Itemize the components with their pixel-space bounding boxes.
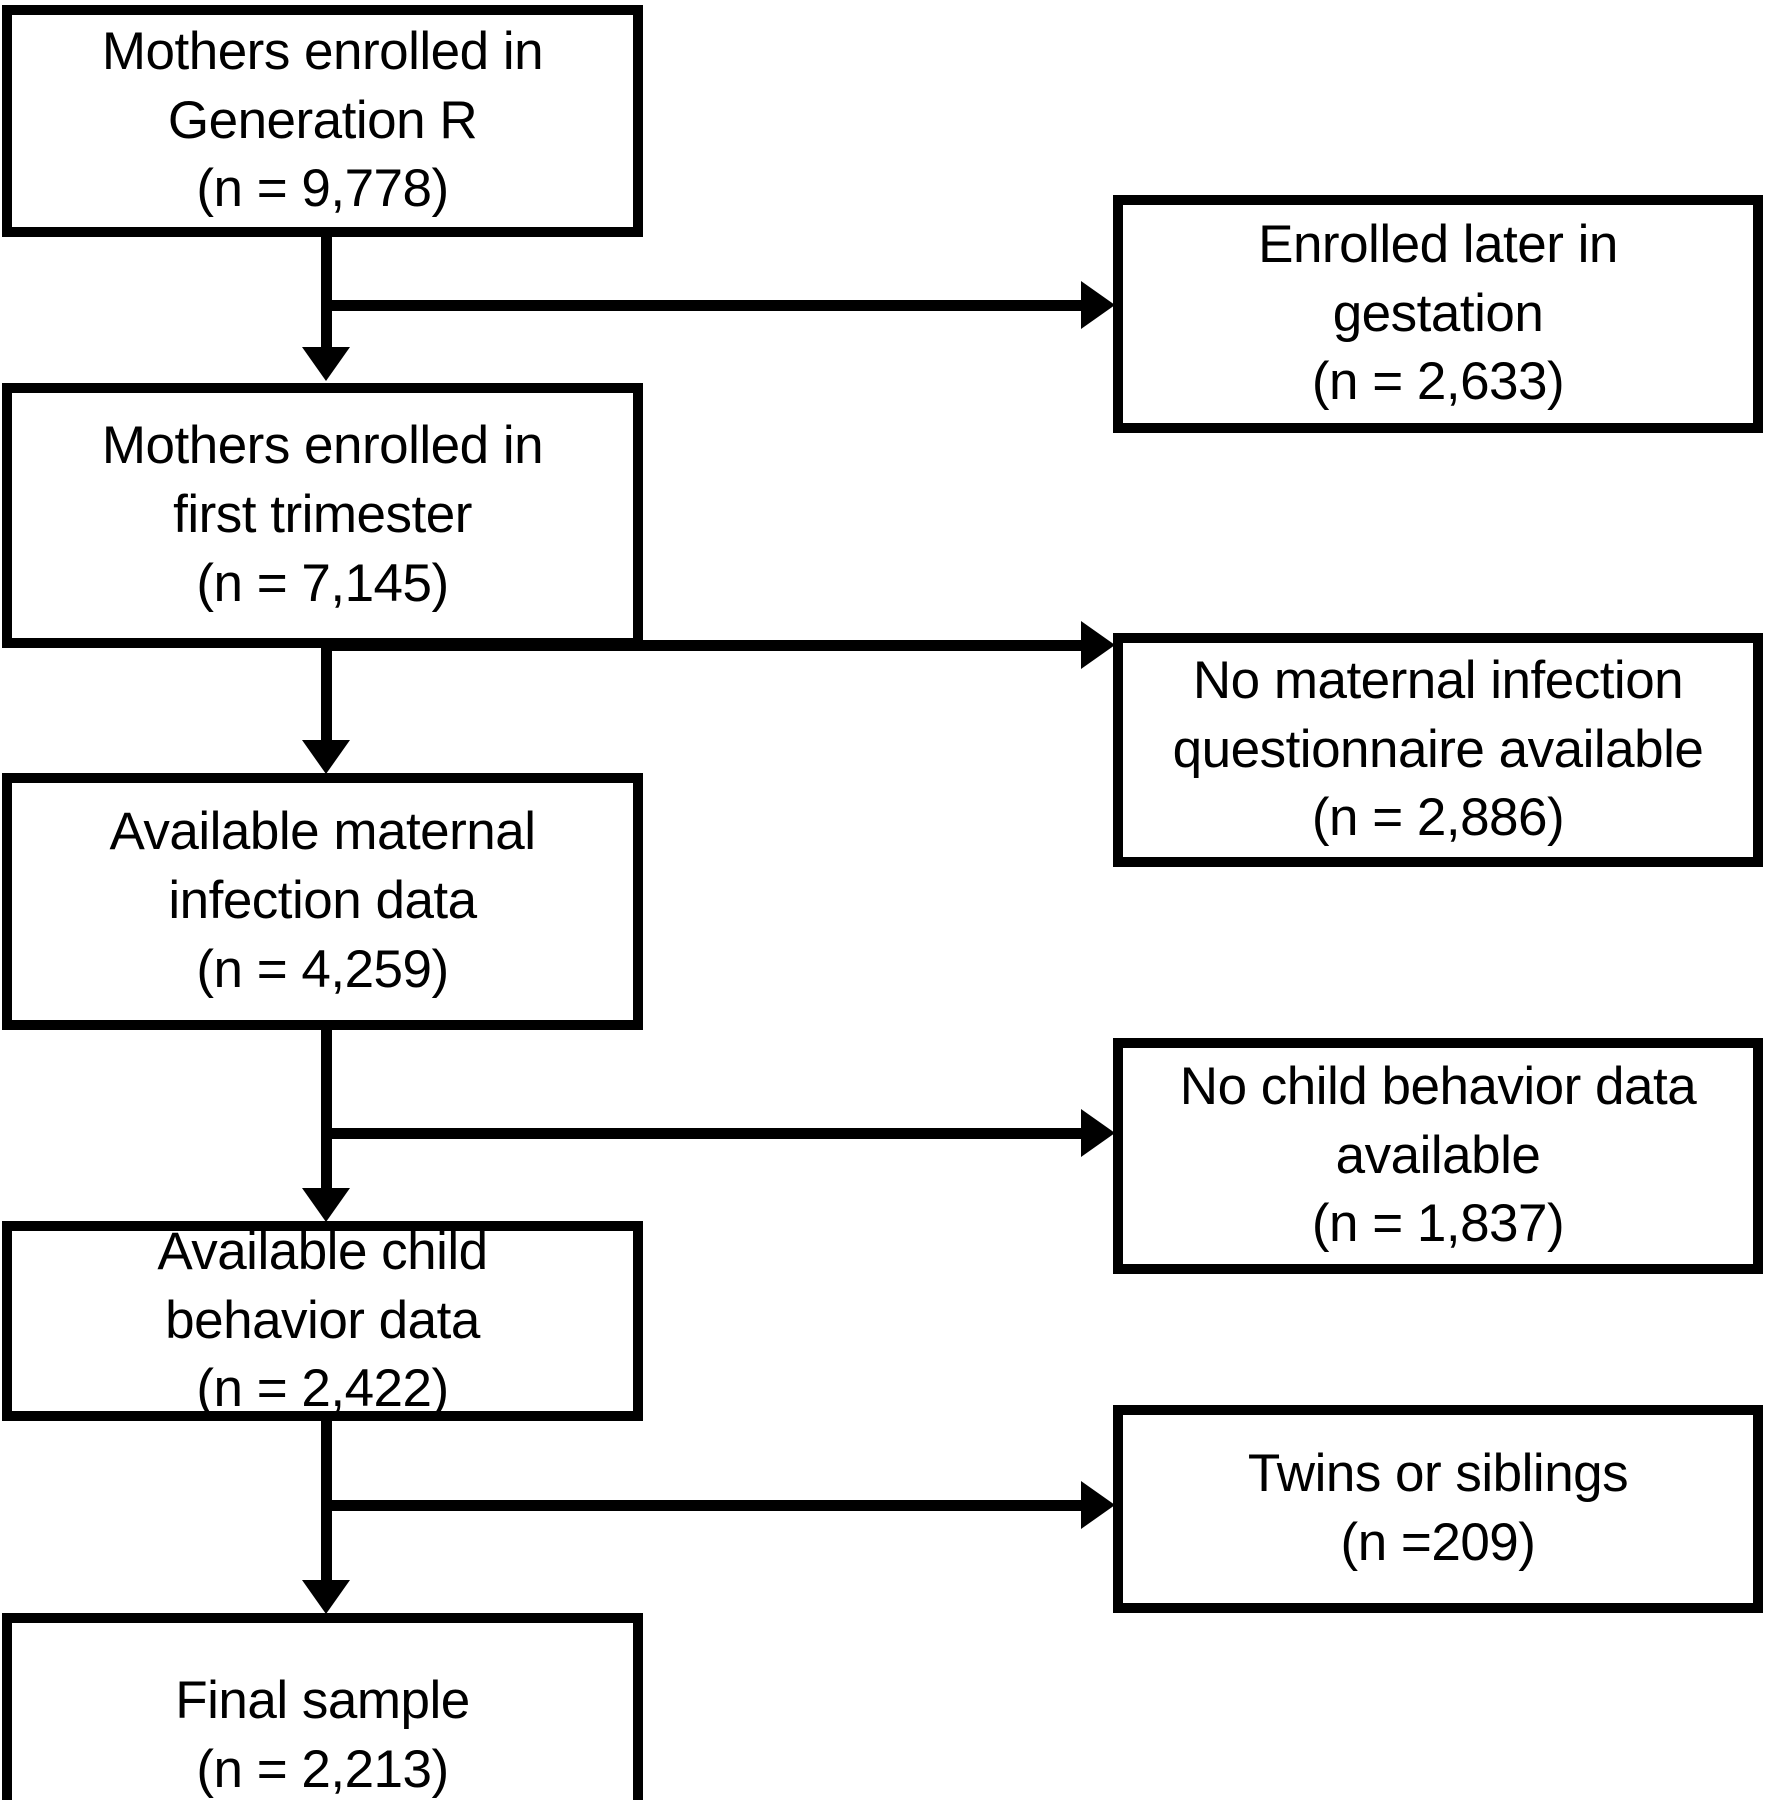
node-line-1: No maternal infection — [1192, 650, 1684, 710]
node-line-2: Generation R — [167, 90, 478, 150]
node-count: (n = 2,422) — [196, 1359, 449, 1419]
node-line-1: Final sample — [175, 1670, 470, 1730]
connector-arrow-right-2 — [1081, 621, 1115, 669]
node-available-maternal-infection-data[interactable]: Available maternal infection data (n = 4… — [2, 773, 643, 1030]
connector-arrow-down-4 — [302, 1580, 350, 1614]
connector-arrow-down-3 — [302, 1188, 350, 1222]
node-line-2: gestation — [1332, 283, 1544, 343]
node-no-child-behavior-data[interactable]: No child behavior data available (n = 1,… — [1113, 1038, 1763, 1274]
node-line-2: questionnaire available — [1172, 719, 1704, 779]
node-line-2: first trimester — [173, 485, 472, 545]
node-count: (n = 9,778) — [196, 159, 449, 219]
node-count: (n =209) — [1340, 1513, 1536, 1572]
node-line-1: Mothers enrolled in — [101, 21, 544, 81]
node-line-1: Available child — [157, 1221, 488, 1281]
node-final-sample[interactable]: Final sample (n = 2,213) — [2, 1613, 643, 1800]
node-line-1: Available maternal — [109, 802, 536, 862]
node-enrolled-first-trimester[interactable]: Mothers enrolled in first trimester (n =… — [2, 383, 643, 648]
node-count: (n = 2,886) — [1311, 788, 1565, 848]
node-count: (n = 2,633) — [1311, 352, 1565, 412]
node-line-2: behavior data — [165, 1290, 480, 1350]
node-enrolled-generation-r[interactable]: Mothers enrolled in Generation R (n = 9,… — [2, 5, 643, 237]
connector-arrow-down-1 — [302, 347, 350, 381]
connector-stem-3 — [321, 1030, 332, 1193]
node-count: (n = 7,145) — [196, 553, 449, 613]
node-available-child-behavior-data[interactable]: Available child behavior data (n = 2,422… — [2, 1221, 643, 1421]
connector-branch-1 — [321, 300, 1081, 311]
connector-arrow-right-3 — [1081, 1109, 1115, 1157]
node-twins-or-siblings[interactable]: Twins or siblings (n =209) — [1113, 1405, 1763, 1613]
node-line-2: infection data — [168, 871, 477, 931]
connector-arrow-down-2 — [302, 740, 350, 774]
node-line-1: Enrolled later in — [1258, 214, 1618, 274]
node-no-maternal-infection-questionnaire[interactable]: No maternal infection questionnaire avai… — [1113, 633, 1763, 867]
node-line-2: available — [1335, 1125, 1541, 1185]
connector-branch-4 — [321, 1500, 1081, 1511]
node-line-1: No child behavior data — [1179, 1056, 1697, 1116]
connector-stem-2 — [321, 648, 332, 746]
node-count: (n = 2,213) — [196, 1739, 449, 1799]
node-count: (n = 1,837) — [1311, 1194, 1565, 1254]
connector-arrow-right-4 — [1081, 1481, 1115, 1529]
node-line-1: Mothers enrolled in — [101, 416, 544, 476]
connector-branch-2 — [321, 640, 1081, 651]
node-line-1: Twins or siblings — [1247, 1444, 1629, 1504]
connector-branch-3 — [321, 1128, 1081, 1139]
node-count: (n = 4,259) — [196, 939, 449, 999]
connector-arrow-right-1 — [1081, 281, 1115, 329]
node-enrolled-later-in-gestation[interactable]: Enrolled later in gestation (n = 2,633) — [1113, 195, 1763, 433]
connector-stem-1 — [321, 237, 332, 353]
